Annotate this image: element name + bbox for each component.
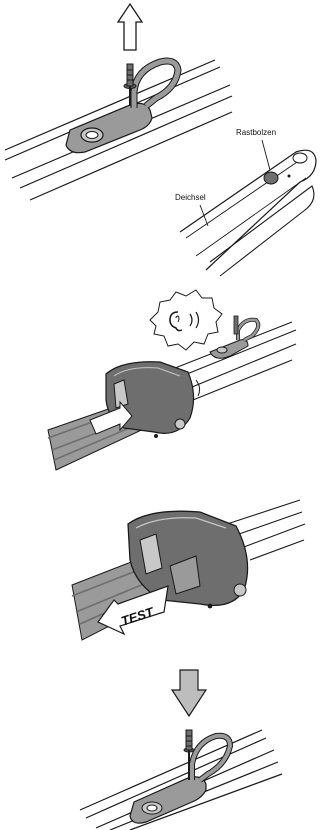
step4-test-pull: TEST xyxy=(71,499,306,641)
up-arrow-icon xyxy=(116,2,144,51)
step3-insert-drawbar xyxy=(47,289,297,471)
step2-drawbar-detail: Rastbolzen Deichsel xyxy=(175,128,317,277)
down-arrow-icon xyxy=(170,669,208,718)
ear-sound-icon xyxy=(149,289,223,351)
step1-base-plate xyxy=(65,102,153,154)
rastbolzen-label: Rastbolzen xyxy=(236,128,276,137)
step1-pin xyxy=(123,63,137,106)
deichsel-label: Deichsel xyxy=(175,193,206,202)
test-arrow-icon xyxy=(97,585,169,636)
step5-insert-pin xyxy=(79,669,283,830)
step5-pin xyxy=(183,729,195,780)
drawbar-tube xyxy=(179,149,317,271)
step1-remove-pin xyxy=(4,2,233,201)
rastbolzen-knob xyxy=(263,171,279,185)
